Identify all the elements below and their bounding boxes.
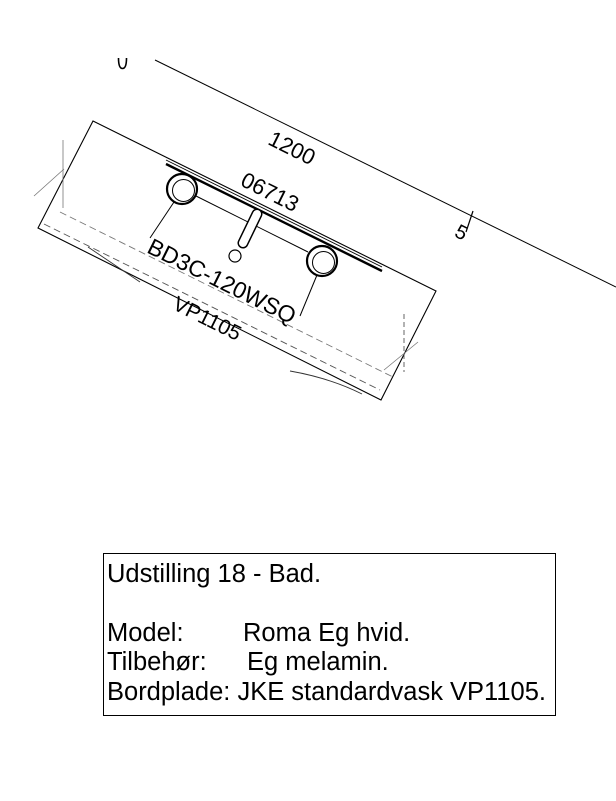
cropped-label-fragment	[117, 57, 128, 70]
item-code-label: 06713	[237, 167, 303, 217]
info-row-value: JKE standardvask VP1105.	[237, 678, 546, 706]
dimension-line	[154, 59, 616, 288]
vanity-outline	[37, 120, 437, 401]
info-row-value: Eg melamin.	[247, 648, 389, 676]
info-row-label: Bordplade:	[107, 678, 231, 706]
dimension-length-label: 1200	[265, 126, 320, 170]
dimension-offset-label: 5	[451, 221, 471, 246]
info-row-label: Tilbehør:	[107, 648, 207, 676]
front-left-detail-line	[87, 246, 141, 283]
info-title: Udstilling 18 - Bad.	[107, 560, 322, 588]
drain-icon	[228, 208, 263, 263]
basin-outline-dashed-outer	[43, 223, 381, 391]
right-tap-icon	[305, 244, 339, 278]
info-box: Udstilling 18 - Bad. Model: Roma Eg hvid…	[103, 553, 556, 716]
info-row-accessories: Tilbehør: Eg melamin.	[107, 648, 389, 676]
backsplash-line-thin	[165, 159, 383, 268]
info-row-label: Model:	[107, 619, 184, 647]
front-right-detail-curve	[289, 370, 363, 395]
right-tap-lead-line	[299, 274, 318, 317]
left-corner-detail-line	[33, 168, 65, 197]
info-row-countertop: Bordplade: JKE standardvask VP1105.	[107, 678, 546, 706]
left-tap-icon	[165, 172, 199, 206]
backsplash-line-thick	[165, 162, 383, 273]
dimension-tick	[465, 210, 474, 233]
right-corner-detail-line	[383, 341, 419, 371]
left-tap-lead-line	[149, 201, 175, 239]
basin-outline-dashed-inner	[59, 211, 396, 379]
info-row-model: Model: Roma Eg hvid.	[107, 619, 410, 647]
info-row-value: Roma Eg hvid.	[243, 619, 411, 647]
